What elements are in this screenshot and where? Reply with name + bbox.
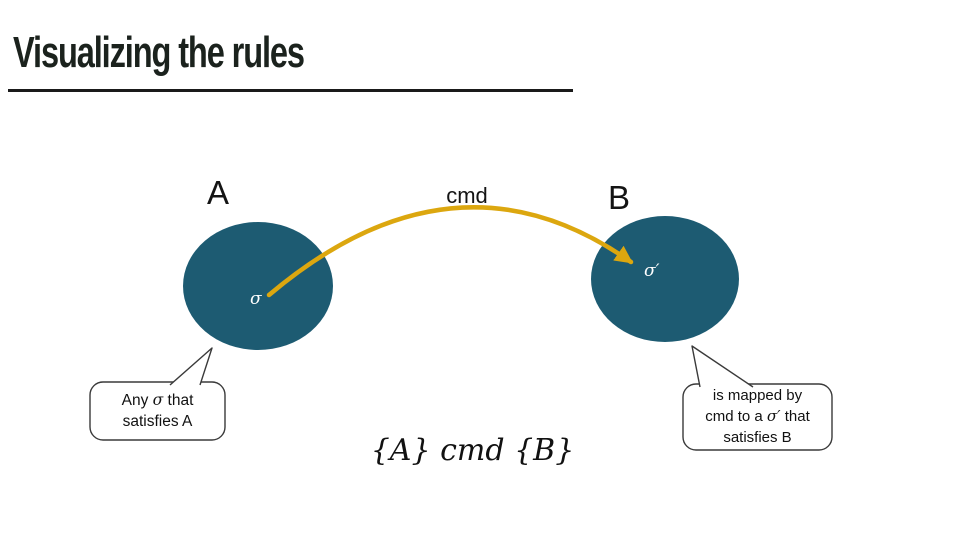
callout-right-bubble <box>682 383 833 451</box>
hoare-triple-formula: {A} cmd {B} <box>370 433 575 468</box>
callout-right-text: is mapped by cmd to a σ′ that satisfies … <box>683 384 832 450</box>
callout-left-text: Any σ that satisfies A <box>90 382 225 440</box>
callout-right-line2: cmd to a σ′ that <box>705 406 810 427</box>
sigma-prime-label: σ′ <box>644 261 660 281</box>
set-b-label: B <box>608 179 631 216</box>
callout-right-tail <box>691 345 754 388</box>
slide-title: Visualizing the rules <box>13 28 305 77</box>
callout-left-line2: satisfies A <box>122 413 193 430</box>
callout-left-line1: Any σ that <box>122 390 194 411</box>
callout-right-line1: is mapped by <box>712 386 803 404</box>
callout-right-line2-post: that <box>780 408 810 426</box>
callout-left-line1-pre: Any <box>121 391 153 409</box>
callout-left-sigma: σ <box>152 390 164 409</box>
set-b-ellipse <box>591 216 739 342</box>
cmd-arrow <box>266 205 634 298</box>
cmd-label: cmd <box>446 183 488 208</box>
title-underline <box>8 89 573 92</box>
callout-left-bubble <box>89 381 226 441</box>
set-a-ellipse <box>183 222 333 350</box>
callout-left-line1-post: that <box>163 391 194 409</box>
sigma-label: σ <box>250 289 262 309</box>
callout-left-tail <box>169 347 213 386</box>
callout-right-line3: satisfies B <box>723 428 792 446</box>
set-a-label: A <box>207 174 230 211</box>
callout-right-shape <box>682 345 833 451</box>
callout-right-line2-pre: cmd to a <box>705 408 767 426</box>
callout-left-shape <box>89 347 226 441</box>
callout-right-sigma-prime: σ′ <box>766 407 781 426</box>
